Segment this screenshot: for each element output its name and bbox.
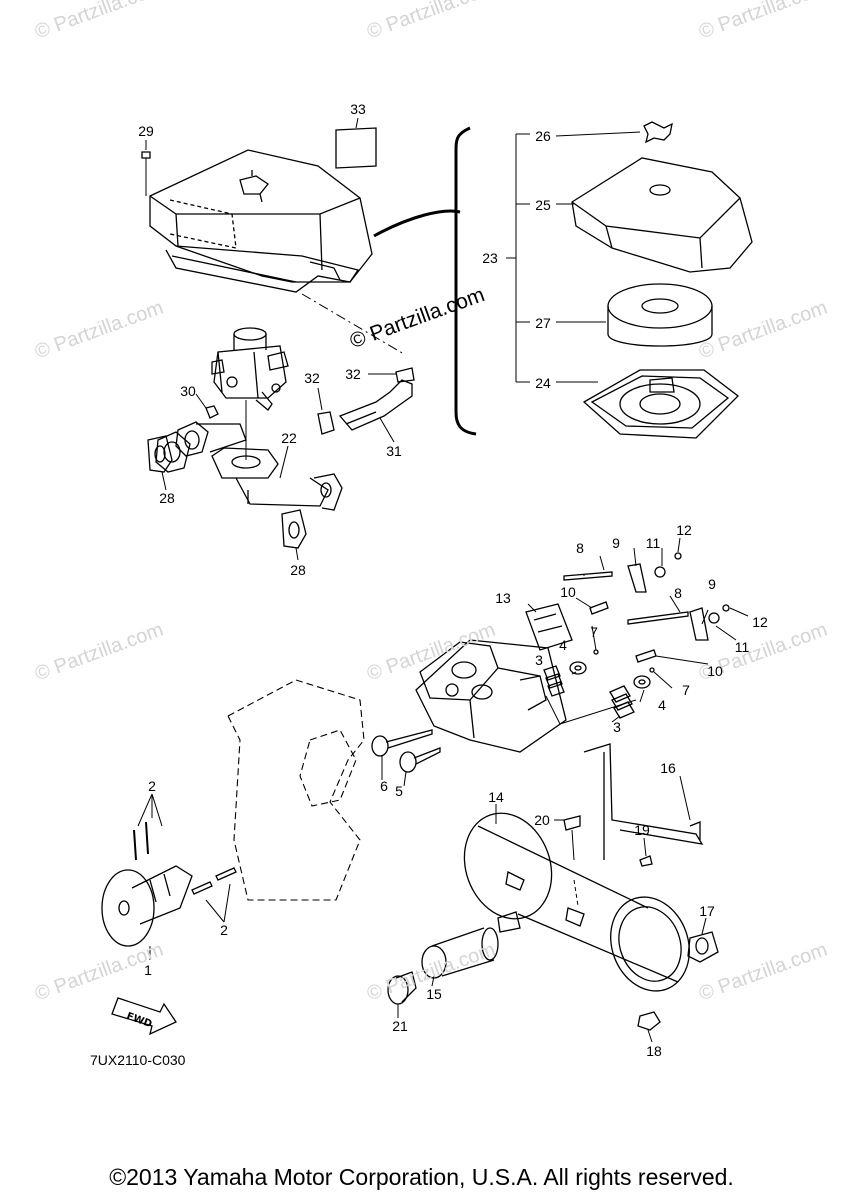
spring-retainers bbox=[569, 661, 651, 689]
case-bolt bbox=[141, 151, 151, 196]
manifold-gasket-upper bbox=[147, 435, 173, 473]
muffler bbox=[463, 812, 690, 992]
rocker-arms bbox=[627, 563, 709, 641]
callout-number: 31 bbox=[386, 443, 402, 459]
callout-number: 7 bbox=[682, 682, 690, 698]
muffler-bracket bbox=[583, 743, 704, 860]
callout-number: 16 bbox=[660, 760, 676, 776]
callout-number: 22 bbox=[281, 430, 297, 446]
breather-hose bbox=[338, 379, 413, 431]
muffler-nut bbox=[637, 1011, 661, 1031]
callout-number: 13 bbox=[495, 590, 511, 606]
callout-number: 9 bbox=[708, 576, 716, 592]
valves bbox=[371, 729, 441, 773]
callout-number: 10 bbox=[707, 663, 723, 679]
leaders-upper-left bbox=[145, 117, 396, 561]
callout-number: 10 bbox=[560, 584, 576, 600]
cleaner-case-base bbox=[582, 369, 739, 439]
callout-number: 11 bbox=[734, 639, 750, 655]
callout-number: 33 bbox=[350, 101, 366, 117]
copyright-notice: ©2013 Yamaha Motor Corporation, U.S.A. A… bbox=[109, 1164, 734, 1190]
air-cleaner-case bbox=[149, 149, 373, 293]
callout-number: 7 bbox=[590, 624, 598, 640]
callout-number: 23 bbox=[482, 250, 498, 266]
valve-springs bbox=[543, 665, 635, 719]
callout-number: 25 bbox=[535, 197, 551, 213]
callout-number: 6 bbox=[380, 778, 388, 794]
filter-element bbox=[607, 283, 713, 347]
callout-number: 19 bbox=[634, 822, 650, 838]
callout-number: 4 bbox=[559, 637, 567, 653]
callout-number: 27 bbox=[535, 315, 551, 331]
callout-number: 5 bbox=[395, 783, 403, 799]
hose-clamp-b bbox=[317, 411, 335, 435]
leader-curve bbox=[373, 209, 461, 238]
wing-nut bbox=[643, 121, 673, 144]
callout-number: 28 bbox=[290, 562, 306, 578]
callout-number: 15 bbox=[426, 986, 442, 1002]
callout-number: 21 bbox=[392, 1018, 408, 1034]
cylinder-head bbox=[415, 639, 567, 753]
callout-number: 17 bbox=[699, 903, 715, 919]
callout-number: 9 bbox=[612, 535, 620, 551]
cam-leaders bbox=[137, 793, 231, 960]
callout-number: 20 bbox=[534, 812, 550, 828]
callout-number: 4 bbox=[658, 697, 666, 713]
label-sticker bbox=[335, 127, 377, 169]
exhaust-gasket bbox=[687, 931, 719, 963]
manifold-bolt bbox=[205, 405, 219, 419]
callout-number: 8 bbox=[674, 585, 682, 601]
callout-number: 32 bbox=[345, 366, 361, 382]
rocker-nuts-and-collars bbox=[654, 552, 730, 624]
callout-number: 2 bbox=[220, 922, 228, 938]
rocker-cover bbox=[525, 603, 573, 651]
muffler-bolts bbox=[563, 815, 653, 867]
callout-number: 2 bbox=[148, 778, 156, 794]
muffler-leaders bbox=[397, 775, 707, 1043]
callout-number: 12 bbox=[676, 522, 692, 538]
callout-number: 8 bbox=[576, 540, 584, 556]
callout-number: 26 bbox=[535, 128, 551, 144]
manifold-gasket-lower bbox=[281, 509, 307, 549]
callout-number: 3 bbox=[613, 719, 621, 735]
callout-number: 28 bbox=[159, 490, 175, 506]
crankcase-outline bbox=[227, 679, 365, 901]
group-bracket bbox=[454, 126, 477, 436]
valve-train-leaders bbox=[381, 537, 749, 787]
camshaft bbox=[101, 865, 193, 947]
callout-number: 3 bbox=[535, 652, 543, 668]
assembly-23-tree bbox=[506, 131, 641, 383]
intake-manifold bbox=[155, 421, 343, 511]
callout-number: 18 bbox=[646, 1043, 662, 1059]
push-rods bbox=[563, 571, 689, 625]
callout-number: 32 bbox=[304, 370, 320, 386]
carburetor bbox=[211, 327, 289, 411]
callout-number: 1 bbox=[144, 962, 152, 978]
callout-number: 14 bbox=[488, 789, 504, 805]
drawing-code: 7UX2110-C030 bbox=[90, 1052, 186, 1068]
callout-number: 29 bbox=[138, 123, 154, 139]
cleaner-cover bbox=[571, 157, 753, 273]
callout-number: 12 bbox=[752, 614, 768, 630]
rocker-studs bbox=[589, 601, 657, 663]
tappets bbox=[133, 821, 237, 895]
callout-number: 30 bbox=[180, 383, 196, 399]
callout-number: 24 bbox=[535, 375, 551, 391]
exhaust-pipe bbox=[421, 927, 499, 979]
fwd-arrow bbox=[111, 997, 177, 1036]
hose-clamp-a bbox=[395, 367, 415, 383]
callout-number: 11 bbox=[645, 535, 661, 551]
